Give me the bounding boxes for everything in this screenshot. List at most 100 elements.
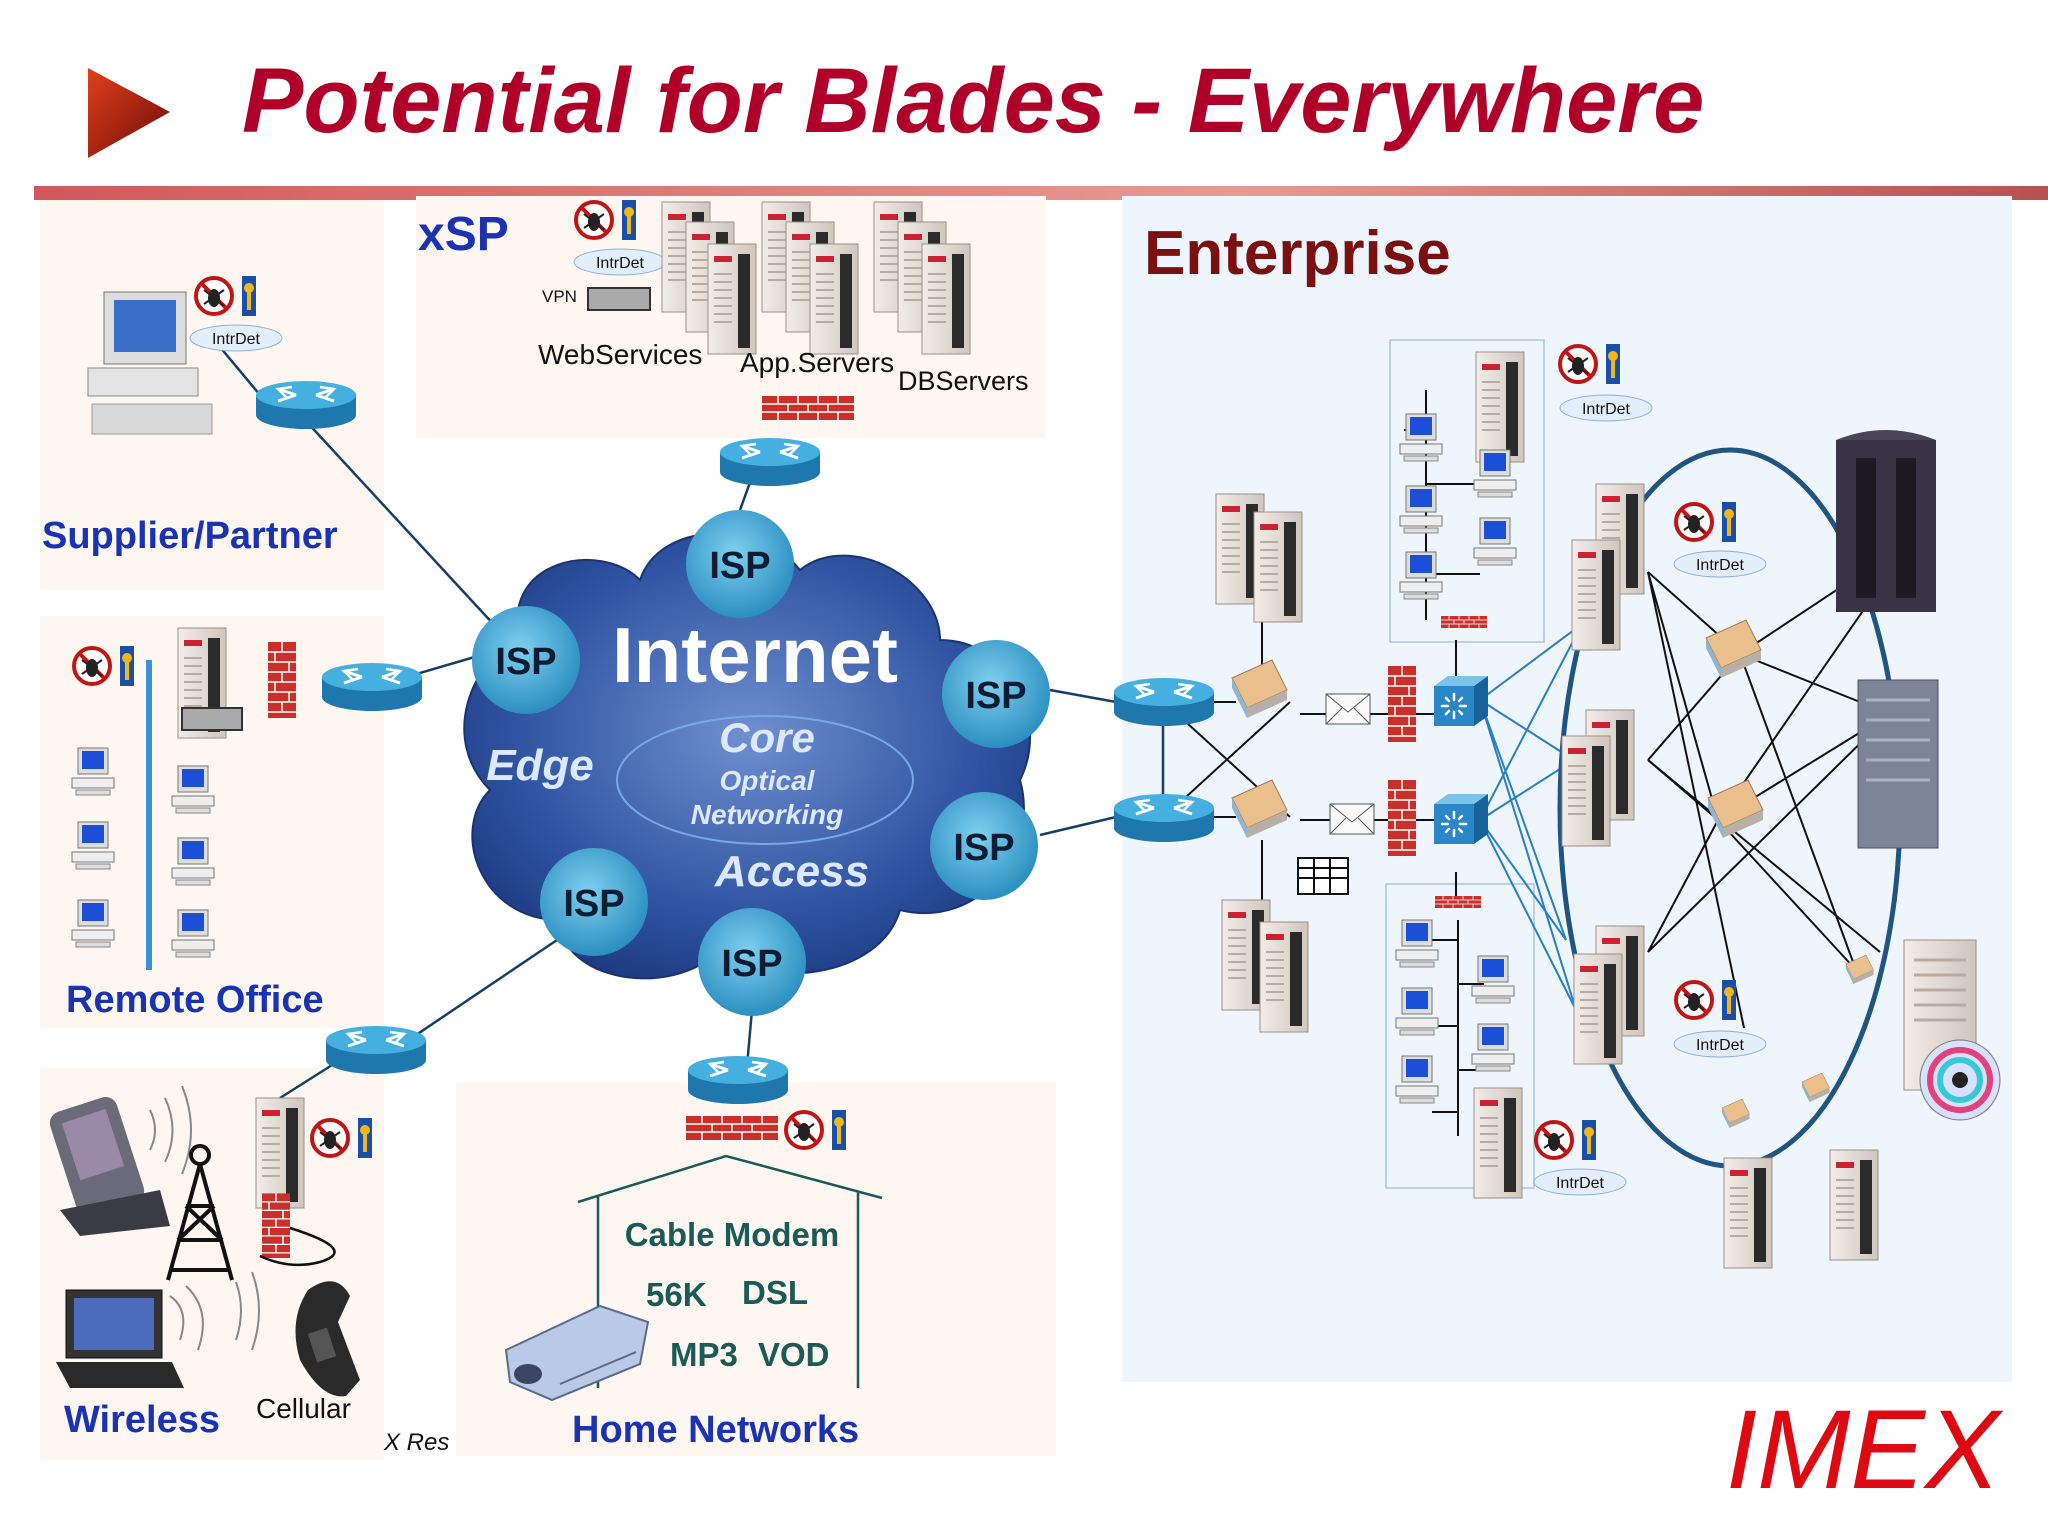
isp-node-bottom: ISP [698,908,806,1016]
security-icon [1558,342,1622,386]
server-icon [255,1097,305,1209]
pda-icon [49,1096,170,1236]
router-icon [1112,676,1216,728]
home-mp3: MP3 [670,1336,738,1373]
signal-waves [169,1271,260,1351]
cloud-label-networking: Networking [691,799,843,830]
server-icon [921,243,971,355]
pc-icon [71,821,115,870]
server-icon [1561,735,1611,847]
pc-icon [1395,987,1439,1036]
disc-icon [1919,1039,2001,1121]
cluster-box-bottom [1385,883,1535,1189]
lan-backbone [146,660,152,970]
pc-icon [1473,449,1517,498]
router-icon [324,1024,428,1076]
wireless-cable [259,1226,336,1267]
supplier-pc [87,291,213,435]
svg-text:ISP: ISP [721,943,782,985]
server-icon [1829,1149,1879,1261]
isp-node-bottom-left: ISP [540,848,648,956]
firewall-icon [1440,615,1488,629]
svg-text:ISP: ISP [563,883,624,925]
security-icon [194,274,258,318]
cloud-label-edge: Edge [486,741,594,790]
firewall-icon [1387,665,1417,743]
server-icon [707,243,757,355]
imex-logo: IMEX [1726,1387,2004,1512]
xsp-intrdet-label: IntrDet [596,255,645,272]
home-networks-label: Home Networks [572,1409,859,1451]
router-icon [320,661,424,713]
security-icon [1674,500,1738,544]
router-icon [686,1054,790,1106]
laptop-icon [56,1289,184,1388]
isp-node-right-lower: ISP [930,792,1038,900]
firewall-icon [761,395,855,421]
firewall-icon [1434,895,1482,909]
home-line1: Cable Modem [625,1216,840,1253]
enterprise-label: Enterprise [1144,219,1451,288]
phone-icon [295,1281,360,1397]
server-icon [809,243,859,355]
security-icon [574,198,638,242]
xsp-label: xSP [418,208,509,261]
cluster-box-top [1389,339,1545,643]
firewall-icon [261,1192,291,1259]
pc-icon [1473,517,1517,566]
server-icon [1475,351,1525,463]
cloud-label-access: Access [714,847,869,896]
clipped-source-text: X Res [383,1429,449,1456]
enterprise-intrdet-label-c: IntrDet [1696,1037,1745,1054]
isp-node-left: ISP [472,606,580,714]
remote-modem [181,707,243,731]
isp-node-top: ISP [686,510,794,618]
envelope-icon [1329,803,1375,835]
enterprise-intrdet-label-b: IntrDet [1696,557,1745,574]
server-icon [1253,511,1303,623]
tower-icon [166,1144,234,1281]
cloud-label-optical: Optical [720,765,816,796]
router-icon [718,436,822,488]
pc-icon [1471,955,1515,1004]
server-icon [1473,1087,1523,1199]
firewall-icon [685,1115,779,1141]
xsp-vpn-label: VPN [542,287,577,306]
core-ellipse [616,715,914,845]
pc-icon [171,837,215,886]
supplier-partner-label: Supplier/Partner [42,515,338,557]
security-icon [784,1108,848,1152]
play-triangle-icon [88,68,170,158]
enterprise-intrdet-label-d: IntrDet [1556,1175,1605,1192]
server-icon [1571,539,1621,651]
switch-cube-icon [1432,674,1490,728]
enterprise-intrdet-label-a: IntrDet [1582,401,1631,418]
cloud-label-core: Core [719,714,815,761]
mainframe-icon [1836,430,1936,612]
pc-icon [71,747,115,796]
pc-icon [171,909,215,958]
isp-node-right-upper: ISP [942,640,1050,748]
cellular-label: Cellular [256,1393,351,1424]
projector-icon [504,1304,650,1402]
router-icon [1112,792,1216,844]
pc-icon [171,765,215,814]
firewall-icon [267,641,297,719]
security-icon [1534,1118,1598,1162]
pc-icon [1399,551,1443,600]
page-title: Potential for Blades - Everywhere [242,50,1704,152]
server-icon [1259,921,1309,1033]
pc-icon [1399,485,1443,534]
cloud-label-internet: Internet [612,611,898,699]
svg-text:ISP: ISP [953,827,1014,869]
signal-waves [149,1085,192,1175]
pc-icon [1395,1055,1439,1104]
remote-office-label: Remote Office [66,979,324,1021]
server-tower-icon [1857,679,1939,849]
vpn-device [587,287,651,311]
rack-panel-icon [1297,857,1349,895]
pc-icon [1395,919,1439,968]
server-icon [1573,953,1623,1065]
switch-cube-icon [1432,792,1490,846]
